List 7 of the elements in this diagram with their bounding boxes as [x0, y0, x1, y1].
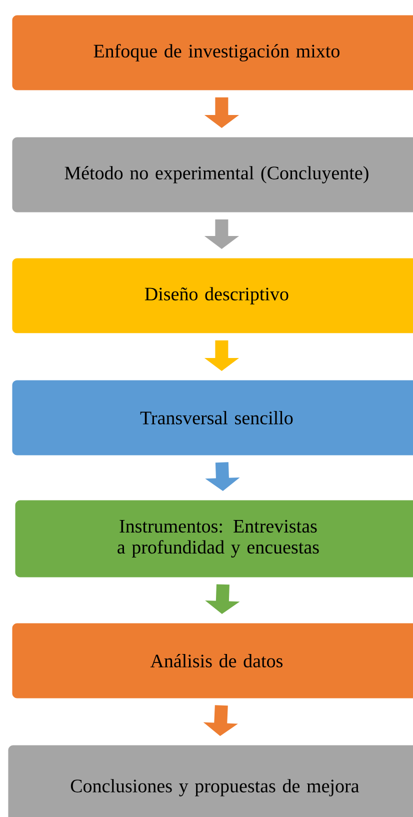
process-box: Método no experimental (Concluyente) [12, 137, 413, 212]
process-box: Conclusiones y propuestas de mejora [8, 745, 413, 817]
process-box: Enfoque de investigación mixto [12, 15, 413, 90]
process-box: Diseño descriptivo [12, 258, 413, 334]
process-box: Transversal sencillo [12, 380, 413, 456]
process-box: Análisis de datos [12, 623, 413, 698]
process-box: Instrumentos: Entrevistas a profundidad y encuestas [15, 500, 413, 578]
